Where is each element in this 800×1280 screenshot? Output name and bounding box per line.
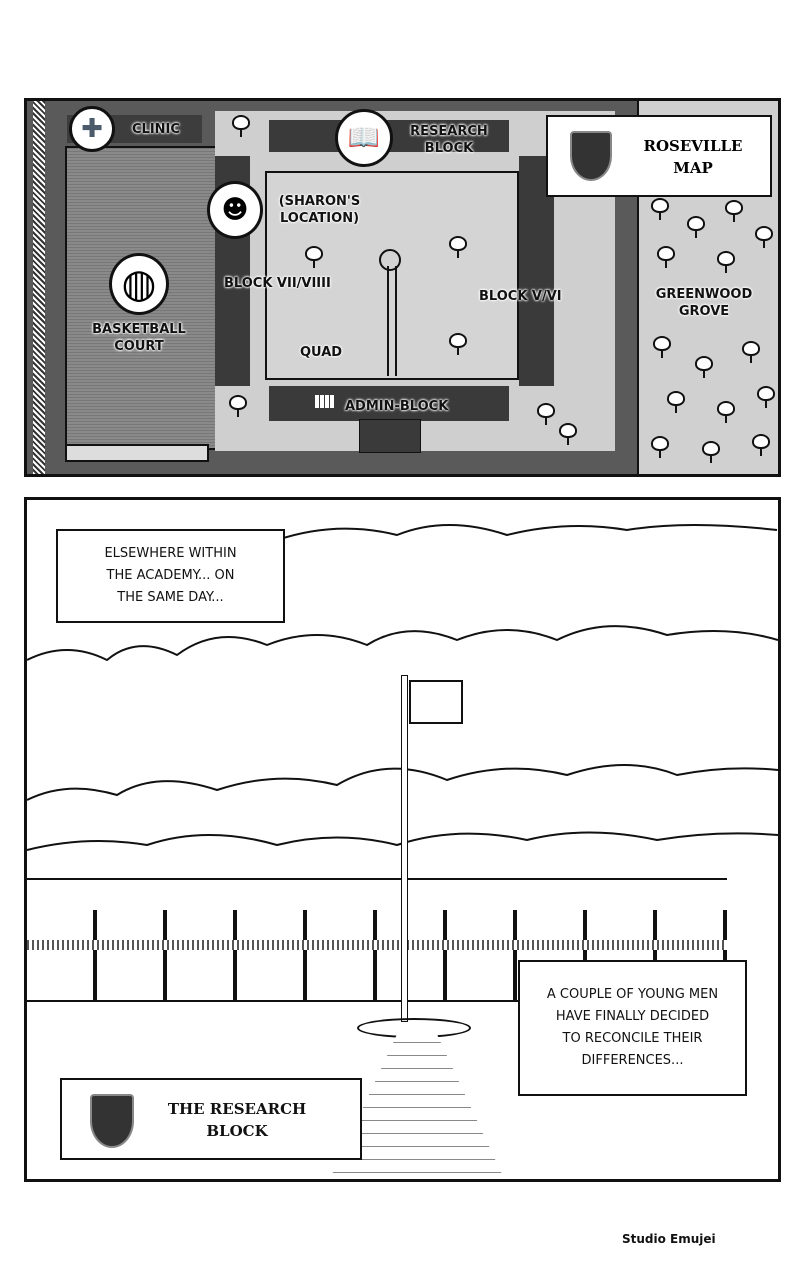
admin-entrance — [359, 419, 421, 453]
quad-lawn — [265, 171, 519, 380]
tree-icon — [742, 341, 760, 363]
tree-icon — [559, 423, 577, 445]
tree-icon — [651, 436, 669, 458]
caption-right: A COUPLE OF YOUNG MEN HAVE FINALLY DECID… — [518, 960, 747, 1096]
tree-icon — [537, 403, 555, 425]
flagpole-circle — [379, 249, 401, 271]
cloud-sky — [27, 524, 778, 851]
map-title-box: ROSEVILLE MAP — [546, 115, 772, 197]
location-title: THE RESEARCH BLOCK — [167, 1100, 307, 1140]
tree-icon — [449, 236, 467, 258]
tree-icon — [695, 356, 713, 378]
block-v-vi-label: BLOCK V/VI — [479, 289, 562, 304]
map-panel: ✚ CLINIC ◍ BASKETBALL COURT 📖 RESEARCH B… — [24, 98, 781, 477]
greenwood-grove-label: GREENWOOD GROVE — [655, 287, 753, 319]
tree-icon — [702, 441, 720, 463]
quad-label: QUAD — [300, 345, 343, 360]
admin-block-label: ADMIN-BLOCK — [345, 399, 449, 414]
basketball-court-label: BASKETBALL COURT — [92, 322, 186, 354]
hatched-border — [33, 101, 45, 474]
tree-icon — [755, 226, 773, 248]
school-crest-icon — [90, 1094, 134, 1148]
map-title: ROSEVILLE MAP — [643, 137, 743, 177]
flag — [409, 680, 463, 724]
tree-icon — [651, 198, 669, 220]
sharons-location-label: (SHARON'S LOCATION) — [278, 194, 361, 226]
tree-icon — [717, 251, 735, 273]
tree-icon — [757, 386, 775, 408]
tree-icon — [725, 200, 743, 222]
tree-icon — [229, 395, 247, 417]
tree-icon — [305, 246, 323, 268]
window-grid-icon — [315, 395, 335, 408]
flagpole-path — [387, 266, 397, 376]
medical-cross-icon: ✚ — [69, 106, 115, 152]
school-crest-icon — [570, 131, 612, 181]
tree-icon — [717, 401, 735, 423]
bench — [65, 444, 209, 462]
clinic-label: CLINIC — [132, 122, 180, 137]
tree-icon — [653, 336, 671, 358]
tree-icon — [657, 246, 675, 268]
admin-building — [269, 386, 509, 421]
tree-icon — [752, 434, 770, 456]
studio-credit: Studio Emujei — [622, 1232, 716, 1246]
caption-top: ELSEWHERE WITHIN THE ACADEMY... ON THE S… — [56, 529, 285, 623]
tree-icon — [232, 115, 250, 137]
scene-panel: ELSEWHERE WITHIN THE ACADEMY... ON THE S… — [24, 497, 781, 1182]
open-book-icon: 📖 — [335, 109, 393, 167]
basketball-icon: ◍ — [109, 253, 169, 315]
building-roof — [27, 878, 727, 912]
tree-icon — [449, 333, 467, 355]
location-title-box: THE RESEARCH BLOCK — [60, 1078, 362, 1160]
sharon-portrait-icon: ☻ — [207, 181, 263, 239]
building-railing — [27, 940, 727, 950]
research-block-label: RESEARCH BLOCK — [410, 124, 488, 156]
grove-trees — [647, 196, 778, 466]
flagpole — [401, 675, 408, 1022]
block-vii-viii-label: BLOCK VII/VIIII — [224, 276, 331, 291]
tree-icon — [667, 391, 685, 413]
tree-icon — [687, 216, 705, 238]
